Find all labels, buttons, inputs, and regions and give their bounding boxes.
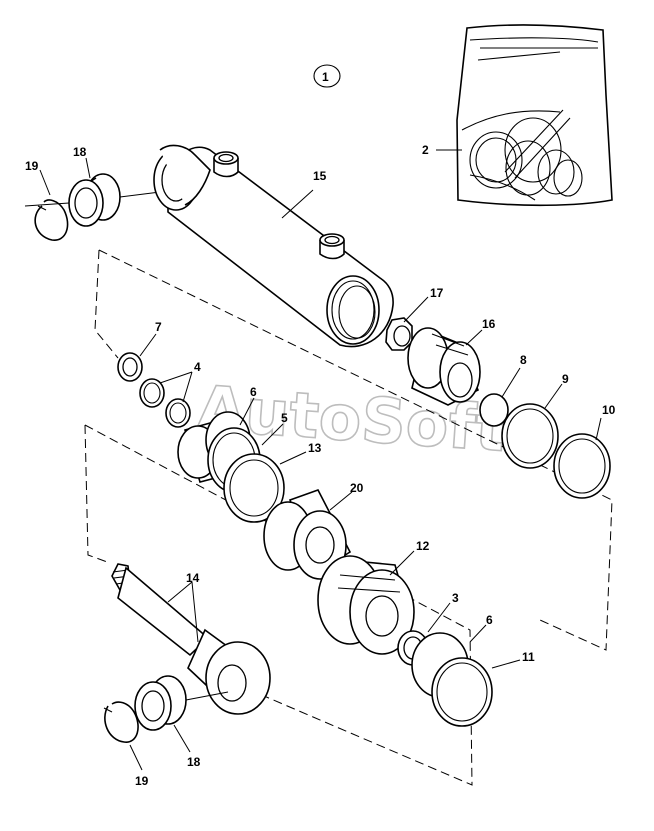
assembly-number: 1 — [322, 70, 329, 84]
label-15: 15 — [313, 169, 327, 183]
bushing-18-top — [24, 173, 161, 227]
seal-7 — [117, 352, 143, 382]
cylinder-tube-15 — [153, 144, 394, 348]
piston-16 — [407, 327, 481, 406]
label-5: 5 — [281, 411, 288, 425]
nut-17 — [385, 317, 413, 351]
cylinder-head-12 — [317, 555, 415, 655]
piston-rod-14 — [111, 563, 271, 715]
label-10: 10 — [602, 403, 616, 417]
label-9: 9 — [562, 372, 569, 386]
label-2: 2 — [422, 143, 429, 157]
label-6-top: 6 — [250, 385, 257, 399]
label-7: 7 — [155, 320, 162, 334]
snap-ring-19-bottom — [103, 701, 139, 743]
snap-ring-19-top — [34, 199, 69, 241]
label-19-bottom: 19 — [135, 774, 149, 788]
ring-4-a — [139, 378, 165, 408]
label-18-bottom: 18 — [187, 755, 201, 769]
label-8: 8 — [520, 353, 527, 367]
seal-ring-9 — [501, 403, 559, 469]
o-ring-8 — [479, 393, 509, 427]
alignment-line-upper-right — [98, 249, 613, 651]
part-labels: 19 18 15 2 17 16 7 4 6 5 8 9 10 13 20 12… — [25, 143, 616, 788]
label-13: 13 — [308, 441, 322, 455]
label-17: 17 — [430, 286, 444, 300]
label-6-bottom: 6 — [486, 613, 493, 627]
seal-ring-11 — [431, 657, 493, 727]
ring-13 — [223, 453, 285, 523]
label-16: 16 — [482, 317, 496, 331]
label-3: 3 — [452, 591, 459, 605]
label-19-top: 19 — [25, 159, 39, 173]
leader-lines — [39, 149, 602, 771]
seal-ring-10 — [553, 433, 611, 499]
assembly-number-badge: 1 — [313, 64, 341, 88]
label-18-top: 18 — [73, 145, 87, 159]
label-4: 4 — [194, 360, 201, 374]
label-12: 12 — [416, 539, 430, 553]
ring-4-b — [165, 398, 191, 428]
bushing-18-bottom — [134, 675, 229, 731]
seal-kit-bag — [456, 24, 613, 207]
label-11: 11 — [522, 650, 535, 664]
label-14: 14 — [186, 571, 200, 585]
alignment-line-lower — [84, 424, 111, 564]
label-20: 20 — [350, 481, 364, 495]
alignment-line-upper — [94, 249, 119, 359]
